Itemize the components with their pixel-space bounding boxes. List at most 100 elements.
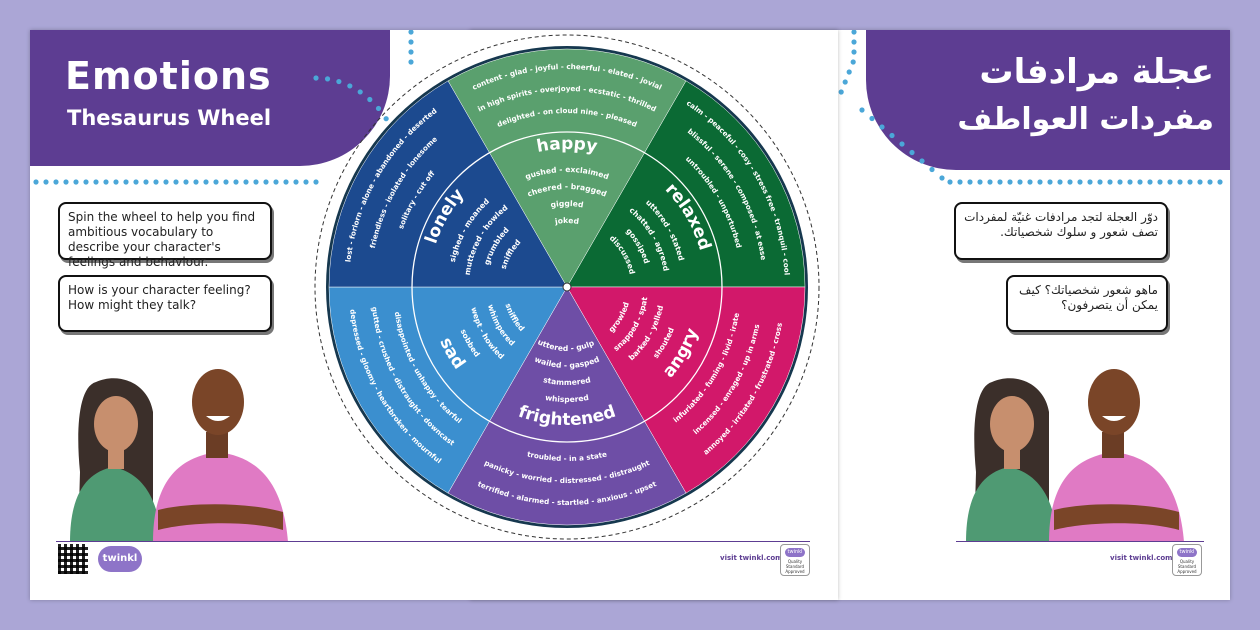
dot (408, 30, 414, 35)
dot (1167, 179, 1173, 185)
front-visit-link[interactable]: visit twinkl.com (720, 554, 783, 562)
dot (383, 116, 389, 122)
dot (53, 179, 59, 185)
boy-crossed-arms (1054, 504, 1179, 530)
dot (243, 179, 249, 185)
dot (851, 49, 857, 55)
frightened-inner-line: stammered (542, 375, 591, 387)
dot (1137, 179, 1143, 185)
arabic-question-box: ماهو شعور شخصياتك؟ كيف يمكن أن يتصرفون؟ (1006, 275, 1168, 332)
frightened-inner-words: whispered (545, 393, 590, 404)
boy-shirt (1049, 452, 1184, 542)
wheel-segment-relaxed[interactable] (566, 80, 806, 288)
dot (899, 141, 905, 147)
dot (336, 78, 342, 85)
dot (133, 179, 139, 185)
happy-inner-line: giggled (550, 199, 584, 210)
boy-crossed-arms (158, 504, 283, 530)
arabic-title-line1: عجلة مرادفات (979, 52, 1214, 92)
dot (1017, 179, 1023, 185)
dot (273, 179, 279, 185)
dot (851, 30, 857, 35)
dot (1087, 179, 1093, 185)
dot (1147, 179, 1153, 185)
dot (1067, 179, 1073, 185)
dot (283, 179, 289, 185)
wheel-segment-lonely[interactable] (328, 80, 568, 288)
qr-code-icon (58, 544, 88, 574)
dot (1197, 179, 1203, 185)
dot (987, 179, 993, 185)
dot (1127, 179, 1133, 185)
dot (375, 105, 382, 112)
dot (347, 83, 353, 89)
girl-shirt (966, 467, 1058, 542)
boy-neck (1102, 432, 1124, 458)
happy-inner-line: joked (553, 216, 579, 226)
back-badge-text: Quality Standard Approved (1177, 559, 1197, 574)
wheel-segment-happy[interactable] (447, 48, 687, 288)
boy-face (192, 369, 244, 435)
dot (939, 175, 945, 181)
wheel-segment-sad[interactable] (328, 286, 568, 494)
dot (846, 69, 852, 75)
frightened-outer-line: troubled - in a state (526, 449, 607, 463)
wheel-segment-frightened[interactable] (447, 286, 687, 526)
dot (293, 179, 299, 185)
frightened-inner-line: whispered (545, 393, 590, 404)
dot (113, 179, 119, 185)
dot (313, 179, 319, 185)
dot (73, 179, 79, 185)
dot (324, 76, 331, 82)
dot (909, 149, 915, 156)
happy-inner-words: joked (553, 216, 579, 226)
back-dots-decoration (838, 30, 1223, 185)
front-quality-badge: twinkl Quality Standard Approved (780, 544, 810, 576)
dot (889, 132, 895, 139)
girl-face (94, 396, 138, 452)
dot (63, 179, 69, 185)
dot (1027, 179, 1033, 185)
dot (153, 179, 159, 185)
dot (193, 179, 199, 185)
arabic-instruction-box: دوّر العجلة لتجد مرادفات غنيّة لمفردات ت… (954, 202, 1168, 260)
wheel-cut-line (314, 34, 820, 540)
happy-inner-words: giggled (550, 199, 584, 210)
wheel-center-pin[interactable] (562, 282, 572, 292)
dot (33, 179, 39, 185)
back-badge-logo: twinkl (1177, 548, 1197, 557)
front-characters-illustration (70, 369, 288, 542)
wheel-segment-angry[interactable] (566, 286, 806, 494)
dot (1207, 179, 1213, 185)
dot (957, 179, 963, 185)
dot (367, 96, 373, 103)
dot (1077, 179, 1083, 185)
girl-face (990, 396, 1034, 452)
dot (1047, 179, 1053, 185)
dot (838, 89, 844, 95)
dot (997, 179, 1003, 185)
dot (313, 75, 319, 81)
front-badge-logo: twinkl (785, 548, 805, 557)
back-visit-link[interactable]: visit twinkl.com (1110, 554, 1173, 562)
dot (1007, 179, 1013, 185)
dot (1217, 179, 1223, 185)
back-quality-badge: twinkl Quality Standard Approved (1172, 544, 1202, 576)
girl-neck (1004, 447, 1020, 469)
dot (408, 49, 414, 55)
dot (263, 179, 269, 185)
arabic-header (866, 30, 1230, 170)
english-instruction-box: Spin the wheel to help you find ambitiou… (58, 202, 272, 269)
dot (1097, 179, 1103, 185)
dot (842, 79, 848, 85)
emotions-wheel[interactable]: content - glad - joyful - cheerful - ela… (30, 30, 838, 600)
dot (303, 179, 309, 185)
front-badge-text: Quality Standard Approved (785, 559, 805, 574)
dot (253, 179, 259, 185)
dot (947, 179, 953, 185)
back-footer-line (956, 541, 1204, 542)
wheel-inner-ring (411, 131, 723, 443)
dot (1177, 179, 1183, 185)
girl-neck (108, 447, 124, 469)
dot (143, 179, 149, 185)
